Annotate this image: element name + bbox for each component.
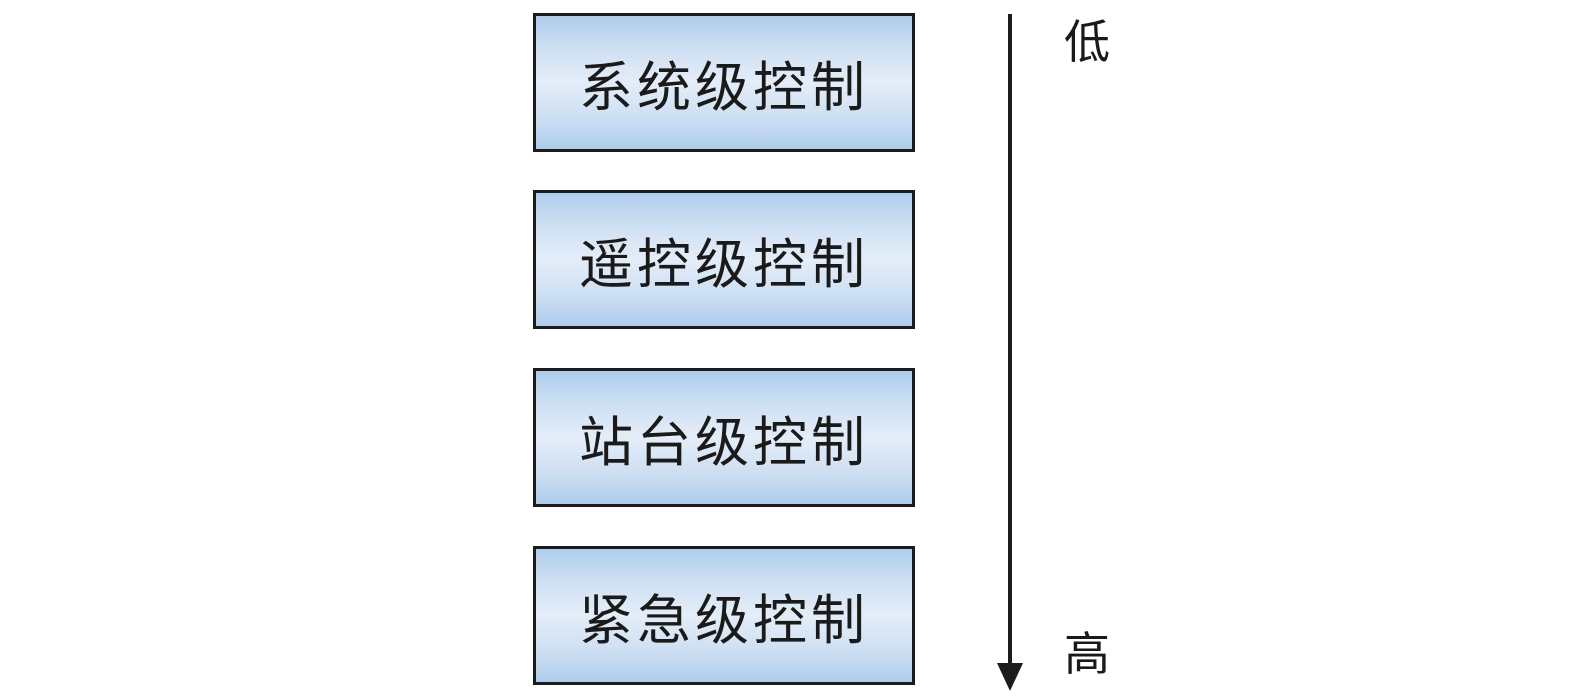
priority-low-label: 低 <box>1064 15 1110 69</box>
box-platform-level-label: 站台级控制 <box>579 411 869 474</box>
box-platform-level: 站台级控制 <box>533 368 915 507</box>
box-remote-level: 遥控级控制 <box>533 190 915 329</box>
box-emergency-level-label: 紧急级控制 <box>579 589 869 652</box>
box-remote-level-label: 遥控级控制 <box>579 233 869 296</box>
box-system-level: 系统级控制 <box>533 13 915 152</box>
down-arrowhead-icon <box>997 663 1023 691</box>
box-emergency-level: 紧急级控制 <box>533 546 915 685</box>
box-system-level-label: 系统级控制 <box>579 56 869 119</box>
priority-high-label: 高 <box>1064 627 1110 681</box>
priority-arrow-shaft <box>1008 14 1012 665</box>
